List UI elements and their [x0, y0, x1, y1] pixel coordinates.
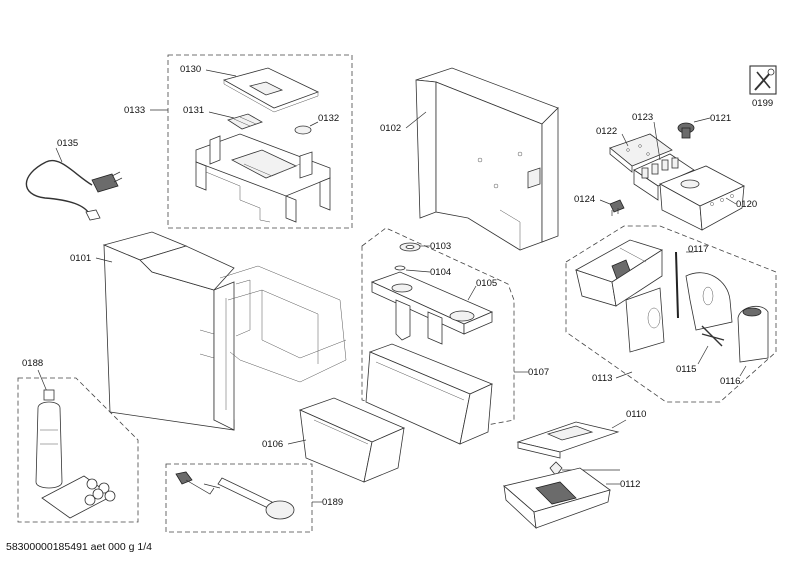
label-0123: 0123 — [632, 112, 653, 123]
part-0131-grille — [227, 113, 263, 130]
part-0130-cover-plate — [222, 67, 320, 113]
part-0188-tablets — [41, 475, 116, 519]
group-frame-0133 — [167, 54, 353, 229]
part-0120-control-panel — [659, 165, 745, 231]
label-0117: 0117 — [688, 244, 708, 255]
label-0110: 0110 — [626, 409, 646, 420]
part-0117-door-left — [625, 287, 665, 353]
part-0117-rod — [675, 251, 679, 319]
part-0106-drip-tray — [298, 397, 406, 483]
part-0122-circuit-board — [609, 133, 673, 173]
label-0133: 0133 — [124, 105, 145, 116]
label-0113: 0113 — [592, 373, 612, 384]
part-0112-grounds-tray — [503, 467, 611, 530]
label-0115: 0115 — [676, 364, 696, 375]
part-0110-drip-grid — [516, 421, 620, 459]
label-0121: 0121 — [710, 113, 731, 124]
part-0189-measuring-spoon — [217, 477, 295, 520]
part-0189-brush — [175, 471, 221, 495]
part-chassis-frame — [195, 133, 331, 223]
part-0115-pin — [701, 325, 725, 347]
label-0130: 0130 — [180, 64, 201, 75]
label-0189: 0189 — [322, 497, 343, 508]
label-0188: 0188 — [22, 358, 43, 369]
tool-badge — [749, 65, 777, 95]
label-0116: 0116 — [720, 376, 740, 387]
group-frame-0188 — [17, 377, 139, 523]
label-0107: 0107 — [528, 367, 549, 378]
label-0124: 0124 — [574, 194, 595, 205]
label-0122: 0122 — [596, 126, 617, 137]
label-0112-text: 0112 — [620, 479, 640, 490]
part-inner-frame-outline — [219, 265, 347, 383]
part-0132-disc — [294, 125, 312, 135]
part-0101-housing — [102, 231, 235, 431]
part-0188-cleaning-bottle — [35, 389, 63, 489]
part-0123-switch-block — [633, 153, 695, 201]
part-0117-door-right — [685, 272, 733, 331]
label-0105: 0105 — [476, 278, 497, 289]
part-0102-back-housing — [415, 67, 559, 251]
group-frame-0189 — [165, 463, 313, 533]
document-number: 58300000185491 aet 000 g 1/4 — [6, 541, 152, 553]
label-0101: 0101 — [70, 253, 91, 264]
part-0116-cover-cap — [737, 305, 769, 363]
part-float — [549, 461, 563, 477]
label-0120: 0120 — [736, 199, 757, 210]
wrench-screwdriver-icon — [754, 68, 775, 91]
part-0121-rotary-knob — [677, 122, 695, 139]
part-0135-power-cord — [25, 159, 123, 221]
label-0131: 0131 — [183, 105, 204, 116]
label-0102: 0102 — [380, 123, 401, 134]
label-0132: 0132 — [318, 113, 339, 124]
part-0105-tank-lid — [370, 271, 494, 345]
group-frame-0113 — [565, 225, 777, 403]
part-water-tank — [365, 343, 494, 445]
label-0104: 0104 — [430, 267, 451, 278]
label-0106: 0106 — [262, 439, 283, 450]
label-0199: 0199 — [752, 98, 773, 109]
part-0104-ring — [394, 265, 406, 271]
part-0124-connector — [609, 199, 625, 216]
label-0135: 0135 — [57, 138, 78, 149]
label-0103: 0103 — [430, 241, 451, 252]
part-brew-unit-carrier — [575, 239, 663, 307]
